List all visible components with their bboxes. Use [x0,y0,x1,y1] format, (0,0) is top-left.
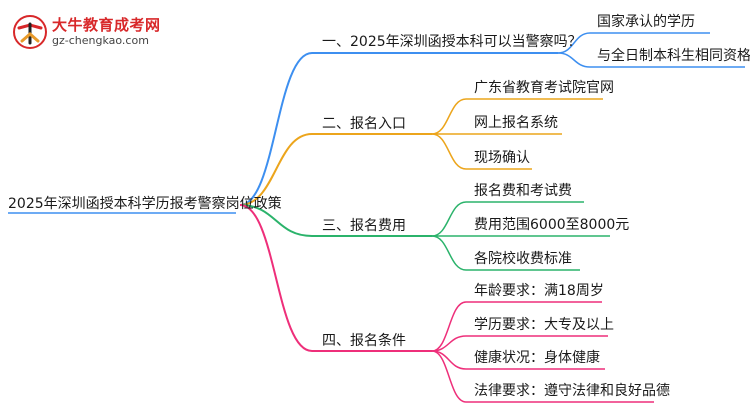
branch-2-item-3: 现场确认 [474,150,530,166]
branch-4-child-4-curve [431,350,467,403]
branch-1-child-1-curve [557,32,591,54]
branch-2-label: 二、报名入口 [322,116,406,132]
branch-3-curve [239,204,313,237]
branch-3-label: 三、报名费用 [322,218,406,234]
root-topic: 2025年深圳函授本科学历报考警察岗位政策 [8,196,282,212]
logo-mark-icon [13,15,47,49]
branch-4-item-3: 健康状况：身体健康 [474,350,600,366]
branch-1-label: 一、2025年深圳函授本科可以当警察吗？ [322,34,582,50]
branch-3-child-3-curve [431,235,467,271]
branch-4-item-1: 年龄要求：满18周岁 [474,283,604,299]
branch-1-item-2: 与全日制本科生相同资格 [597,48,750,64]
branch-4-child-2-curve [431,335,467,352]
branch-2-child-1-curve [431,98,467,135]
logo-title: 大牛教育成考网 [52,16,161,34]
branch-2-curve [239,133,313,206]
branch-4-item-4: 法律要求：遵守法律和良好品德 [474,383,670,399]
logo-url: gz-chengkao.com [52,34,149,47]
branch-1-item-1: 国家承认的学历 [597,14,695,30]
branch-3-item-2: 费用范围6000至8000元 [474,217,630,233]
branch-2-child-3-curve [431,133,467,170]
branch-3-child-1-curve [431,201,467,237]
branch-1-child-2-curve [557,52,591,68]
branch-4-child-1-curve [431,301,467,352]
branch-4-curve [239,204,313,352]
logo: 大牛教育成考网 gz-chengkao.com [12,14,162,52]
branch-3-item-3: 各院校收费标准 [474,251,572,267]
branch-1-curve [239,52,313,206]
branch-3-item-1: 报名费和考试费 [474,183,572,199]
branch-4-item-2: 学历要求：大专及以上 [474,317,614,333]
branch-2-item-1: 广东省教育考试院官网 [474,80,614,96]
branch-2-item-2: 网上报名系统 [474,115,558,131]
branch-4-label: 四、报名条件 [322,333,406,349]
